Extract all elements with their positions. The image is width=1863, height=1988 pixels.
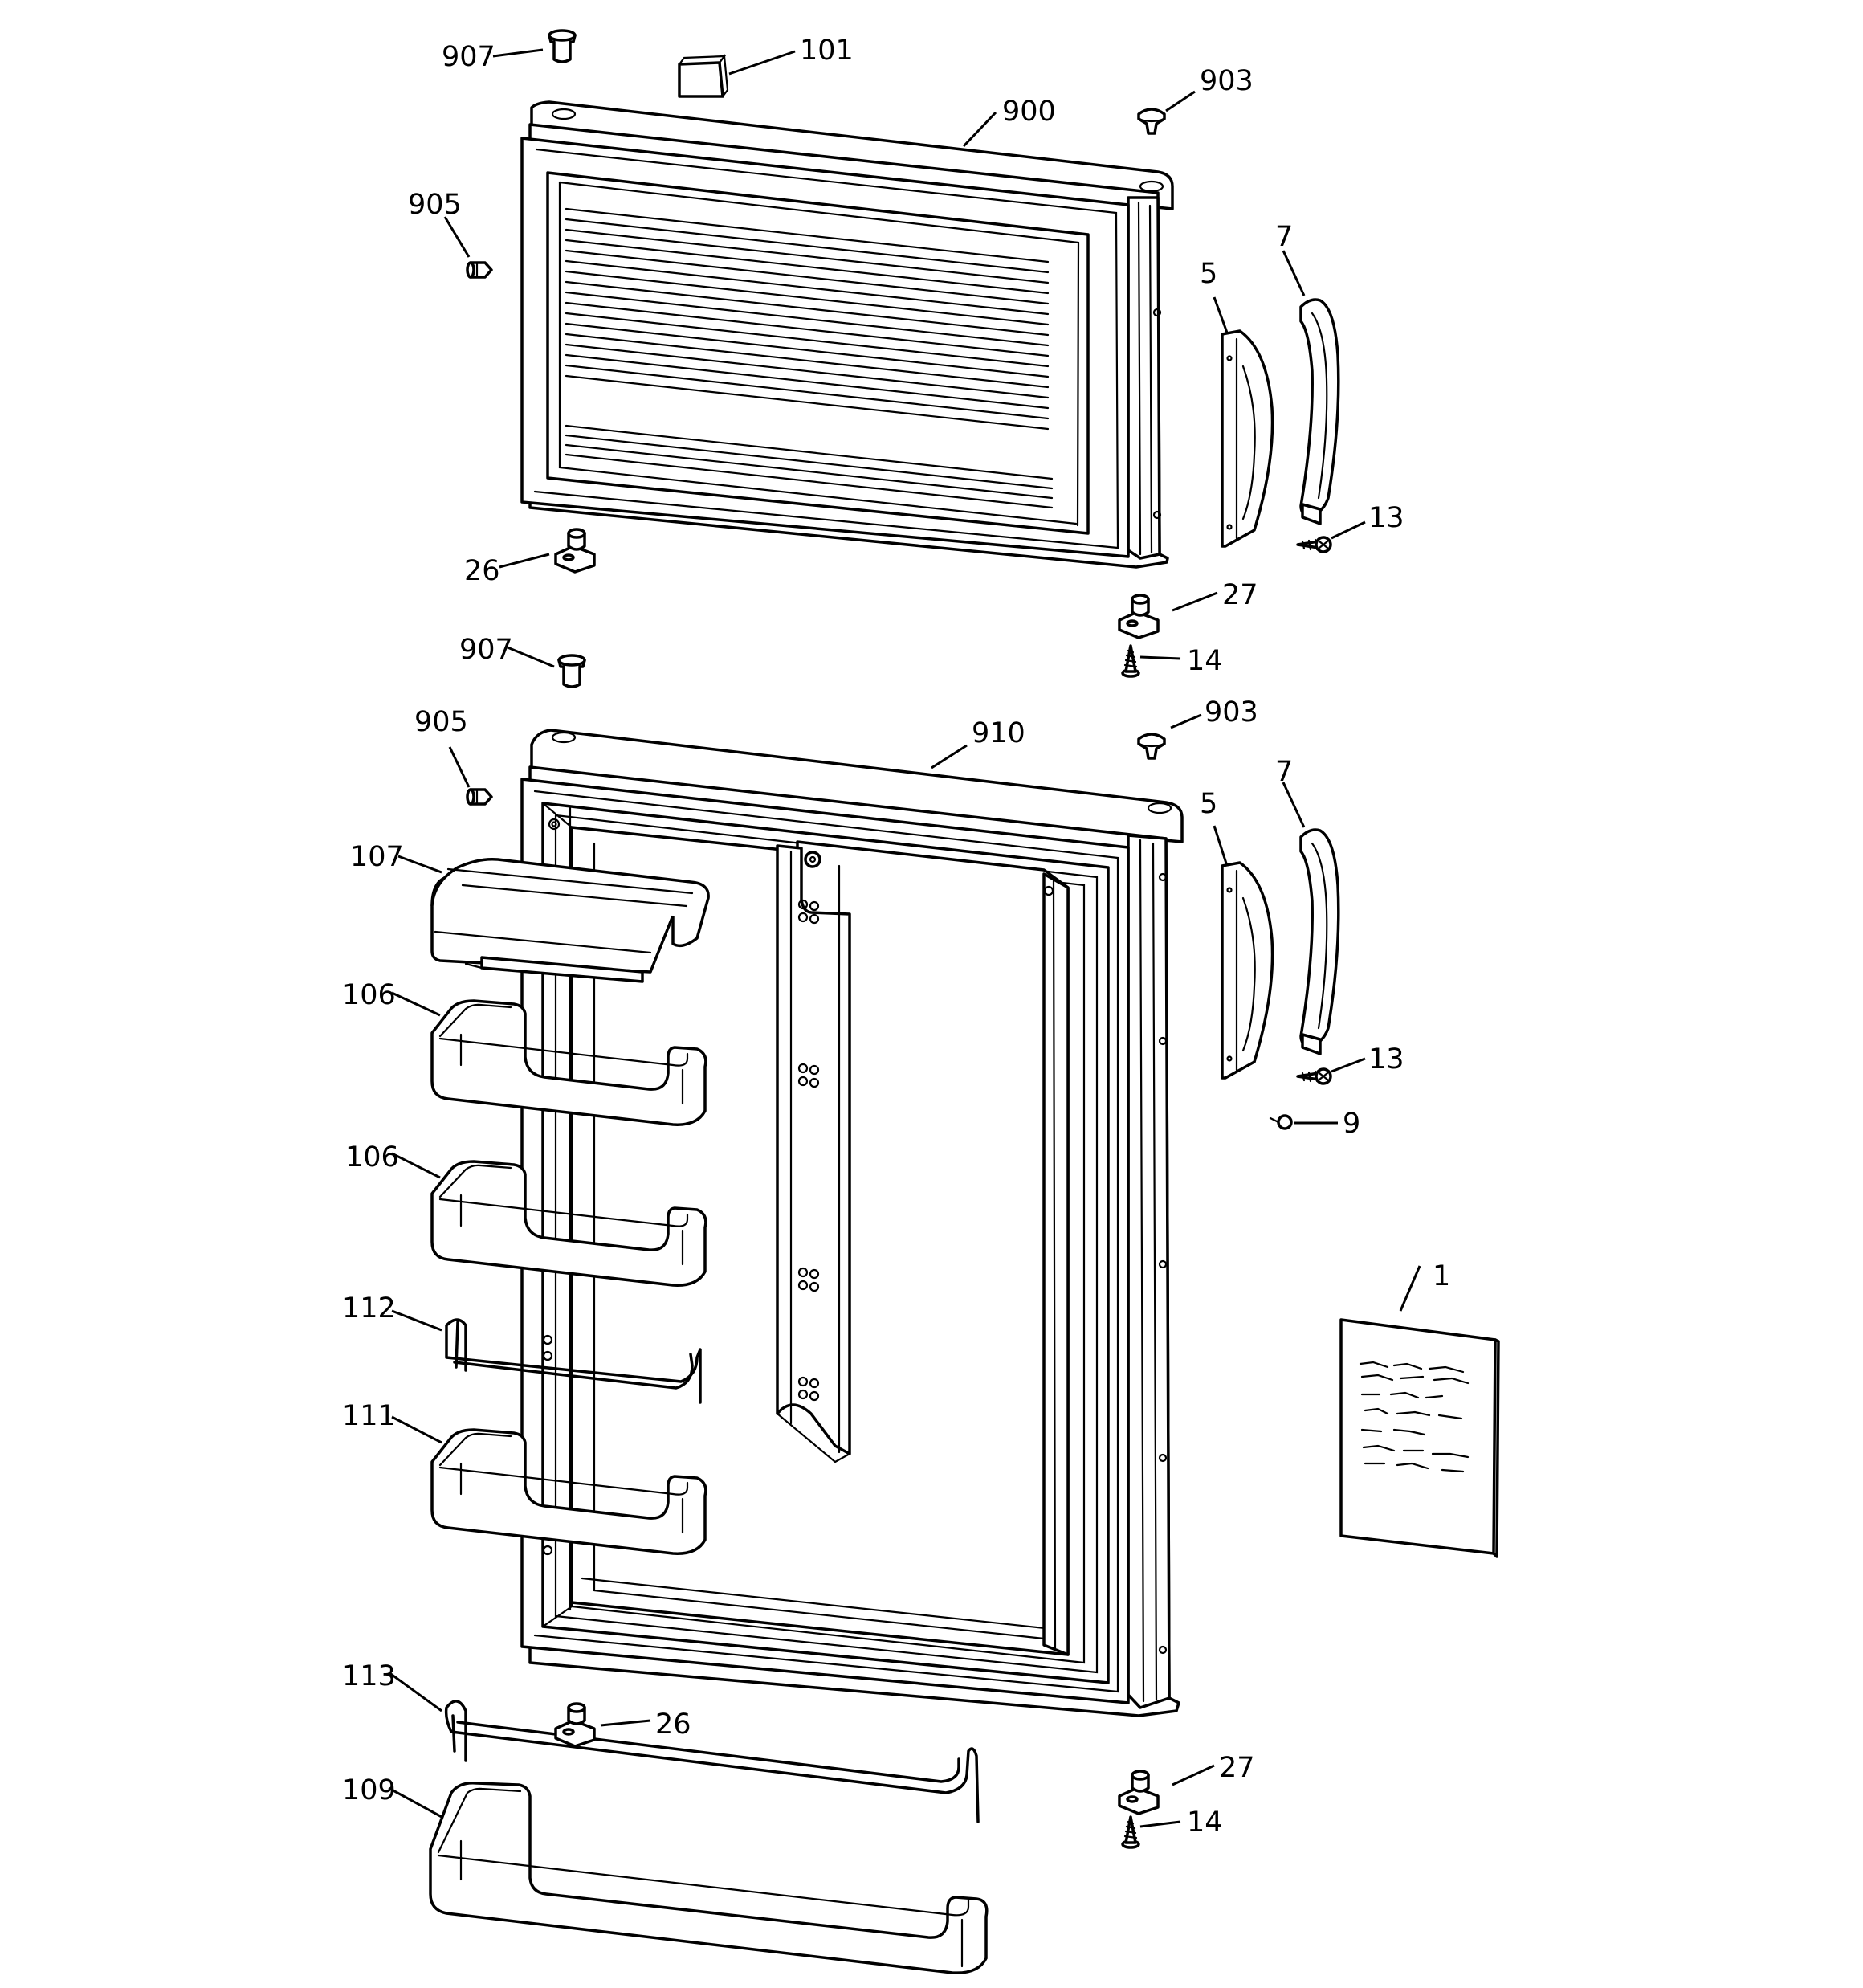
callout-101: 101 (800, 35, 854, 67)
plug-button-903-top (1137, 108, 1166, 135)
callout-26-top: 26 (464, 555, 500, 587)
callout-14-top: 14 (1187, 645, 1223, 677)
plug-button-903-bottom (1137, 733, 1166, 760)
screw-14-bottom (1121, 1815, 1140, 1849)
door-bin-109 (429, 1782, 989, 1974)
callout-9: 9 (1343, 1108, 1360, 1140)
callout-27-top: 27 (1222, 579, 1258, 611)
freezer-door-900 (520, 100, 1174, 569)
callout-907-top: 907 (442, 41, 495, 73)
callout-7-top: 7 (1275, 221, 1293, 253)
freezer-liner-ribs (565, 207, 1054, 509)
owner-manual-1 (1339, 1318, 1500, 1558)
callout-5-top: 5 (1200, 258, 1217, 290)
callout-907-bottom: 907 (459, 634, 513, 666)
callout-7-bottom: 7 (1275, 756, 1293, 788)
callout-905-top: 905 (408, 189, 462, 221)
dairy-compartment-107 (430, 857, 710, 983)
callout-905-bottom: 905 (414, 706, 468, 738)
callout-106-upper: 106 (342, 979, 396, 1011)
callout-13-top: 13 (1368, 502, 1404, 534)
leader-lines (388, 48, 1421, 1828)
callout-labels: 907 101 900 903 905 5 7 13 26 27 14 907 … (342, 35, 1450, 1839)
callout-106-lower: 106 (345, 1141, 399, 1174)
hinge-27-top (1118, 594, 1160, 639)
shelf-rail-112 (445, 1318, 702, 1404)
shelf-rail-113 (444, 1700, 980, 1823)
door-divider-rail (776, 844, 851, 1463)
screw-13-bottom (1296, 1067, 1332, 1085)
callout-910: 910 (972, 717, 1025, 749)
callout-107: 107 (350, 841, 404, 873)
callout-903-bottom: 903 (1205, 696, 1258, 729)
callout-112: 112 (342, 1292, 396, 1325)
clip-9 (1269, 1114, 1293, 1130)
hinge-26-top (554, 528, 596, 574)
callout-26-bottom: 26 (655, 1708, 691, 1741)
callout-111: 111 (342, 1400, 396, 1432)
callout-14-bottom: 14 (1187, 1806, 1223, 1839)
callout-27-bottom: 27 (1219, 1752, 1255, 1784)
callout-13-bottom: 13 (1368, 1043, 1404, 1076)
handle-trim-7-top (1299, 298, 1340, 525)
door-stop-905-bottom (466, 788, 493, 806)
callout-113: 113 (342, 1660, 396, 1692)
hinge-26-bottom (554, 1702, 596, 1748)
door-handle-5-bottom (1221, 861, 1274, 1080)
hinge-pin-907-bottom (557, 654, 586, 688)
door-stop-905-top (466, 261, 493, 279)
handle-trim-7-bottom (1299, 828, 1340, 1055)
callout-900: 900 (1002, 96, 1056, 128)
cap-101 (678, 54, 729, 98)
callout-1: 1 (1433, 1260, 1450, 1292)
hinge-pin-907-top (548, 29, 577, 63)
hinge-27-bottom (1118, 1770, 1160, 1815)
screw-14-top (1121, 644, 1140, 678)
screw-13-top (1296, 536, 1332, 553)
callout-903-top: 903 (1200, 65, 1254, 97)
door-handle-5-top (1221, 329, 1274, 548)
callout-5-bottom: 5 (1200, 788, 1217, 820)
callout-109: 109 (342, 1774, 396, 1806)
